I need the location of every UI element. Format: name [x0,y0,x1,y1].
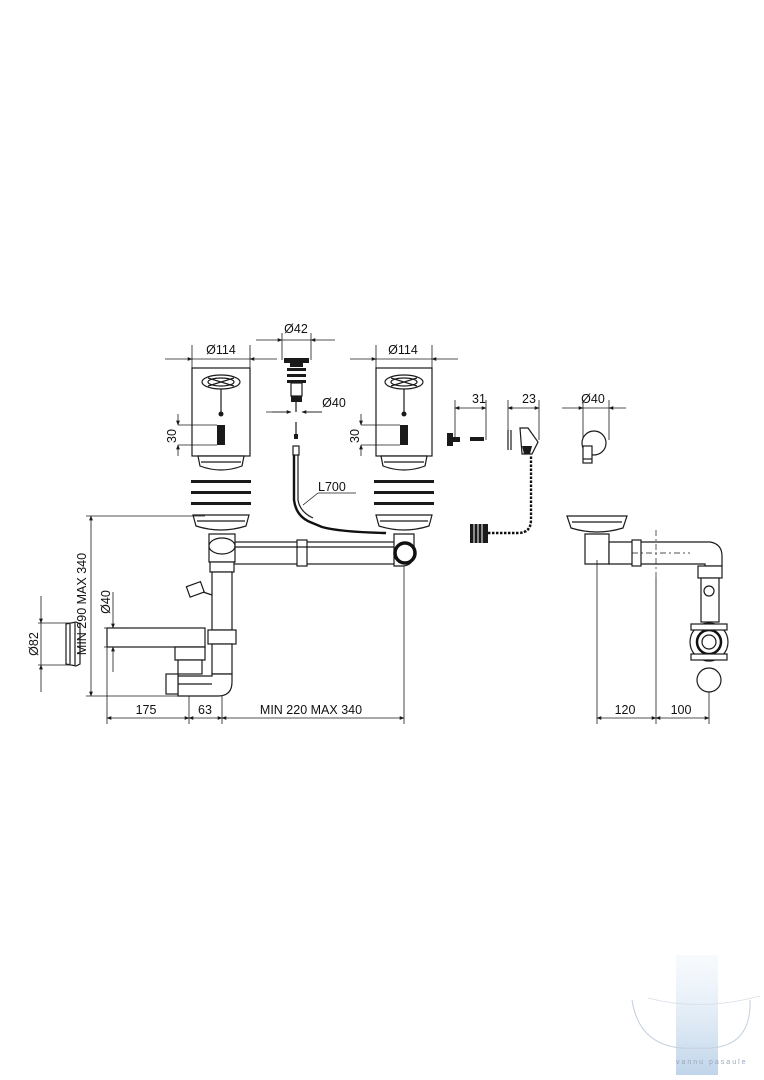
cable-length-label: L700 [318,480,346,494]
overflow-button: Ø42 Ø40 L700 [256,322,387,535]
right-strainer-dia-label: Ø114 [388,343,418,357]
small-parts: 31 23 Ø40 [447,392,626,543]
siphon-assembly [65,533,417,697]
button-bottom-dia-label: Ø40 [322,396,346,410]
right-depth-label: 30 [348,429,362,443]
left-dimensions: Ø82 Ø40 MIN 290 MAX 340 175 63 MIN 220 M… [27,515,405,724]
left-strainer: Ø114 30 [165,343,277,531]
part-c-dia-label: Ø40 [581,392,605,406]
watermark-logo: vannu pasaule [631,955,761,1075]
side-view-b-label: 100 [671,703,692,717]
offset-mid-label: 63 [198,703,212,717]
width-range-label: MIN 220 MAX 340 [260,703,362,717]
side-view: 120 100 [566,515,729,724]
left-depth-label: 30 [165,429,179,443]
part-a-width-label: 31 [472,392,486,406]
watermark-text: vannu pasaule [676,1059,748,1066]
side-view-a-label: 120 [615,703,636,717]
part-b-width-label: 23 [522,392,536,406]
connector-dia-label: Ø82 [27,632,41,656]
height-range-label: MIN 290 MAX 340 [75,553,89,655]
offset-left-label: 175 [136,703,157,717]
left-strainer-dia-label: Ø114 [206,343,236,357]
right-strainer: Ø114 30 [348,343,458,531]
side-outlet-dia-label: Ø40 [99,590,113,614]
button-dia-label: Ø42 [284,322,308,336]
